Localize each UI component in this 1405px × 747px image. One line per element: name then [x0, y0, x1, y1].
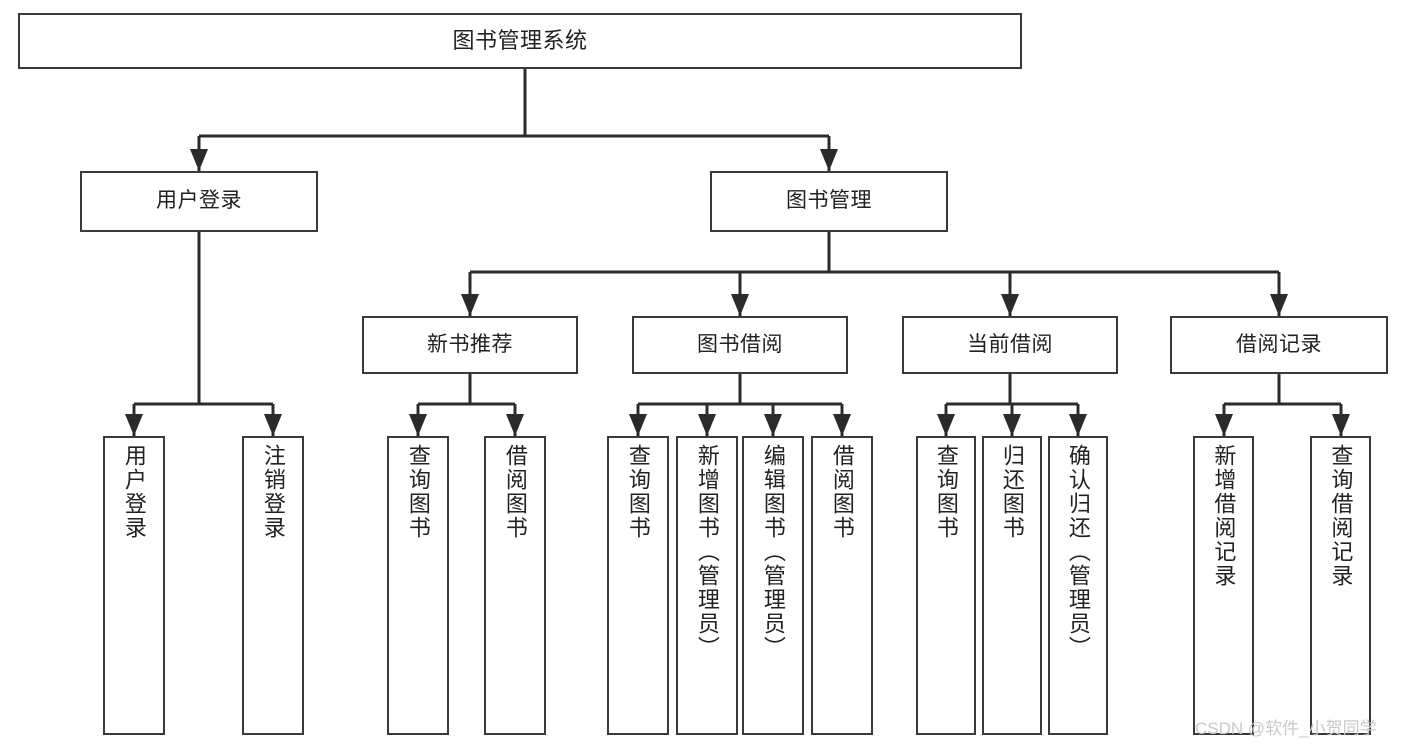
node-leaf_add_book[interactable]: 新增图书（管理员） — [676, 436, 738, 735]
node-leaf_add_record[interactable]: 新增借阅记录 — [1193, 436, 1254, 735]
csdn-watermark: CSDN @软件_小贺同学 — [1195, 719, 1377, 738]
node-label-leaf_query_book_2: 查询图书 — [625, 444, 651, 540]
node-label-leaf_query_book_3: 查询图书 — [933, 444, 959, 540]
node-user_login[interactable]: 用户登录 — [80, 171, 318, 232]
arrow-icon-new_book_rec — [461, 294, 479, 316]
arrow-icon-leaf_edit_book — [764, 414, 782, 436]
node-label-leaf_add_record: 新增借阅记录 — [1211, 444, 1237, 588]
node-label-leaf_query_book_1: 查询图书 — [405, 444, 431, 540]
node-label-leaf_add_book: 新增图书（管理员） — [694, 444, 720, 660]
arrow-icon-leaf_user_login — [125, 414, 143, 436]
node-new_book_rec[interactable]: 新书推荐 — [362, 316, 578, 374]
arrow-icon-leaf_borrow_book_2 — [833, 414, 851, 436]
node-leaf_confirm_return[interactable]: 确认归还（管理员） — [1048, 436, 1108, 735]
node-leaf_query_record[interactable]: 查询借阅记录 — [1310, 436, 1371, 735]
arrow-icon-leaf_add_book — [698, 414, 716, 436]
node-label-leaf_edit_book: 编辑图书（管理员） — [760, 444, 786, 660]
node-label-leaf_user_login: 用户登录 — [121, 444, 147, 540]
node-borrow_record[interactable]: 借阅记录 — [1170, 316, 1388, 374]
arrow-icon-book_borrow — [731, 294, 749, 316]
node-leaf_query_book_1[interactable]: 查询图书 — [387, 436, 449, 735]
node-label-leaf_borrow_book_2: 借阅图书 — [829, 444, 855, 540]
node-label-borrow_record: 借阅记录 — [1236, 332, 1322, 356]
node-label-leaf_query_record: 查询借阅记录 — [1328, 444, 1354, 588]
arrow-icon-user_login — [190, 149, 208, 171]
node-book_mgmt[interactable]: 图书管理 — [710, 171, 948, 232]
node-label-leaf_logout: 注销登录 — [260, 444, 286, 540]
node-label-leaf_borrow_book_1: 借阅图书 — [502, 444, 528, 540]
node-label-book_mgmt: 图书管理 — [786, 189, 872, 213]
arrow-icon-leaf_query_book_3 — [937, 414, 955, 436]
node-label-book_borrow: 图书借阅 — [697, 332, 783, 356]
arrow-icon-leaf_confirm_return — [1069, 414, 1087, 436]
node-label-current_borrow: 当前借阅 — [967, 332, 1053, 356]
arrow-icon-leaf_query_record — [1332, 414, 1350, 436]
arrow-icon-leaf_borrow_book_1 — [506, 414, 524, 436]
node-leaf_user_login[interactable]: 用户登录 — [103, 436, 165, 735]
node-label-root: 图书管理系统 — [452, 28, 588, 54]
node-leaf_borrow_book_2[interactable]: 借阅图书 — [811, 436, 873, 735]
node-leaf_edit_book[interactable]: 编辑图书（管理员） — [742, 436, 804, 735]
node-leaf_return_book[interactable]: 归还图书 — [982, 436, 1042, 735]
node-label-leaf_confirm_return: 确认归还（管理员） — [1065, 444, 1091, 660]
arrow-icon-leaf_logout — [264, 414, 282, 436]
node-leaf_borrow_book_1[interactable]: 借阅图书 — [484, 436, 546, 735]
arrow-icon-leaf_add_record — [1215, 414, 1233, 436]
node-label-new_book_rec: 新书推荐 — [427, 332, 513, 356]
node-label-user_login: 用户登录 — [156, 189, 242, 213]
node-label-leaf_return_book: 归还图书 — [999, 444, 1025, 540]
node-leaf_query_book_3[interactable]: 查询图书 — [916, 436, 976, 735]
arrow-icon-book_mgmt — [820, 149, 838, 171]
arrow-icon-leaf_return_book — [1003, 414, 1021, 436]
node-root[interactable]: 图书管理系统 — [18, 13, 1022, 69]
node-leaf_query_book_2[interactable]: 查询图书 — [607, 436, 669, 735]
arrow-icon-leaf_query_book_1 — [409, 414, 427, 436]
arrow-icon-borrow_record — [1270, 294, 1288, 316]
node-book_borrow[interactable]: 图书借阅 — [632, 316, 848, 374]
arrow-icon-leaf_query_book_2 — [629, 414, 647, 436]
node-current_borrow[interactable]: 当前借阅 — [902, 316, 1118, 374]
node-leaf_logout[interactable]: 注销登录 — [242, 436, 304, 735]
arrow-icon-current_borrow — [1001, 294, 1019, 316]
